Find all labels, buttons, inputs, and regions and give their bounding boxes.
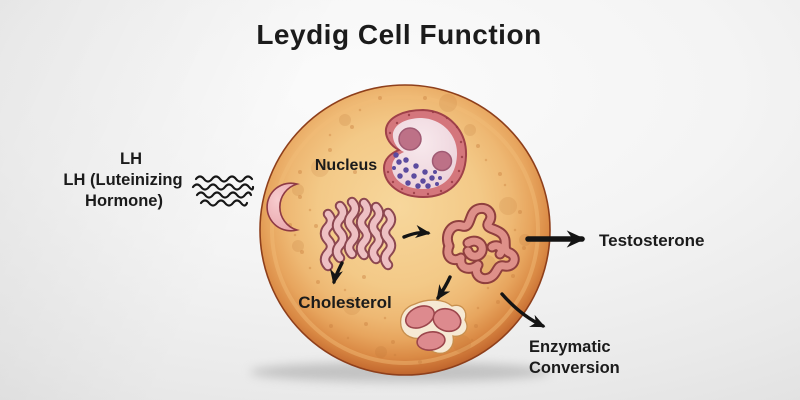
lh-label-line3: Hormone) bbox=[85, 192, 163, 210]
arrow-er-to-lipids bbox=[436, 275, 452, 301]
enzymatic-label-line1: Enzymatic bbox=[529, 338, 611, 356]
nucleolus-icon bbox=[431, 150, 453, 172]
wave-line bbox=[191, 183, 255, 191]
wave-line bbox=[199, 199, 249, 207]
chromatin-dots-small bbox=[392, 166, 442, 186]
smooth-er-tubules bbox=[442, 202, 520, 285]
tubule bbox=[464, 237, 505, 260]
tubule bbox=[444, 204, 514, 257]
cholesterol-label: Cholesterol bbox=[298, 293, 392, 312]
lh-receptor-crescent-icon bbox=[266, 182, 300, 232]
wave-line bbox=[195, 191, 253, 199]
nuclear-rim-stipple bbox=[386, 110, 464, 196]
lh-label: LH LH (Luteinizing Hormone) bbox=[63, 150, 182, 210]
ribbon bbox=[345, 198, 359, 258]
page-title: Leydig Cell Function bbox=[256, 19, 541, 50]
lh-signal-waves-icon bbox=[191, 175, 255, 207]
nucleus bbox=[382, 108, 468, 199]
enzymatic-conversion-label: Enzymatic Conversion bbox=[529, 338, 620, 377]
tubule bbox=[444, 242, 518, 283]
ribbon bbox=[381, 209, 395, 269]
chromatin-dots bbox=[393, 152, 435, 189]
ribbon bbox=[333, 202, 347, 262]
cell-inner-rim-highlight bbox=[270, 95, 540, 365]
cholesterol-ribbon-stack bbox=[319, 196, 397, 272]
leydig-cell-body bbox=[259, 84, 551, 376]
cytoplasm-blotches-small bbox=[292, 114, 531, 358]
nucleus-label: Nucleus bbox=[315, 157, 377, 174]
lh-label-line1: LH bbox=[120, 150, 142, 168]
arrow-to-enzymatic-label bbox=[500, 292, 546, 328]
testosterone-label: Testosterone bbox=[599, 231, 705, 250]
lipid-lobe-icon bbox=[416, 331, 446, 351]
ribbon bbox=[321, 210, 335, 270]
ribbon bbox=[369, 203, 383, 263]
lipid-lobe-icon bbox=[404, 305, 436, 329]
ribbon bbox=[357, 199, 371, 259]
cytoplasm-speckles bbox=[288, 96, 526, 364]
lipid-lobe-icon bbox=[432, 307, 462, 333]
lipid-droplet-cluster bbox=[399, 299, 468, 354]
wave-line bbox=[194, 175, 254, 183]
cell-membrane bbox=[259, 84, 551, 376]
arrow-to-cholesterol-label bbox=[329, 261, 344, 285]
nucleolus-icon bbox=[398, 127, 422, 151]
arrow-ribbons-to-er bbox=[402, 224, 431, 239]
lh-label-line2: LH (Luteinizing bbox=[63, 171, 182, 189]
cytoplasm-blotches bbox=[311, 94, 517, 353]
enzymatic-label-line2: Conversion bbox=[529, 359, 620, 377]
